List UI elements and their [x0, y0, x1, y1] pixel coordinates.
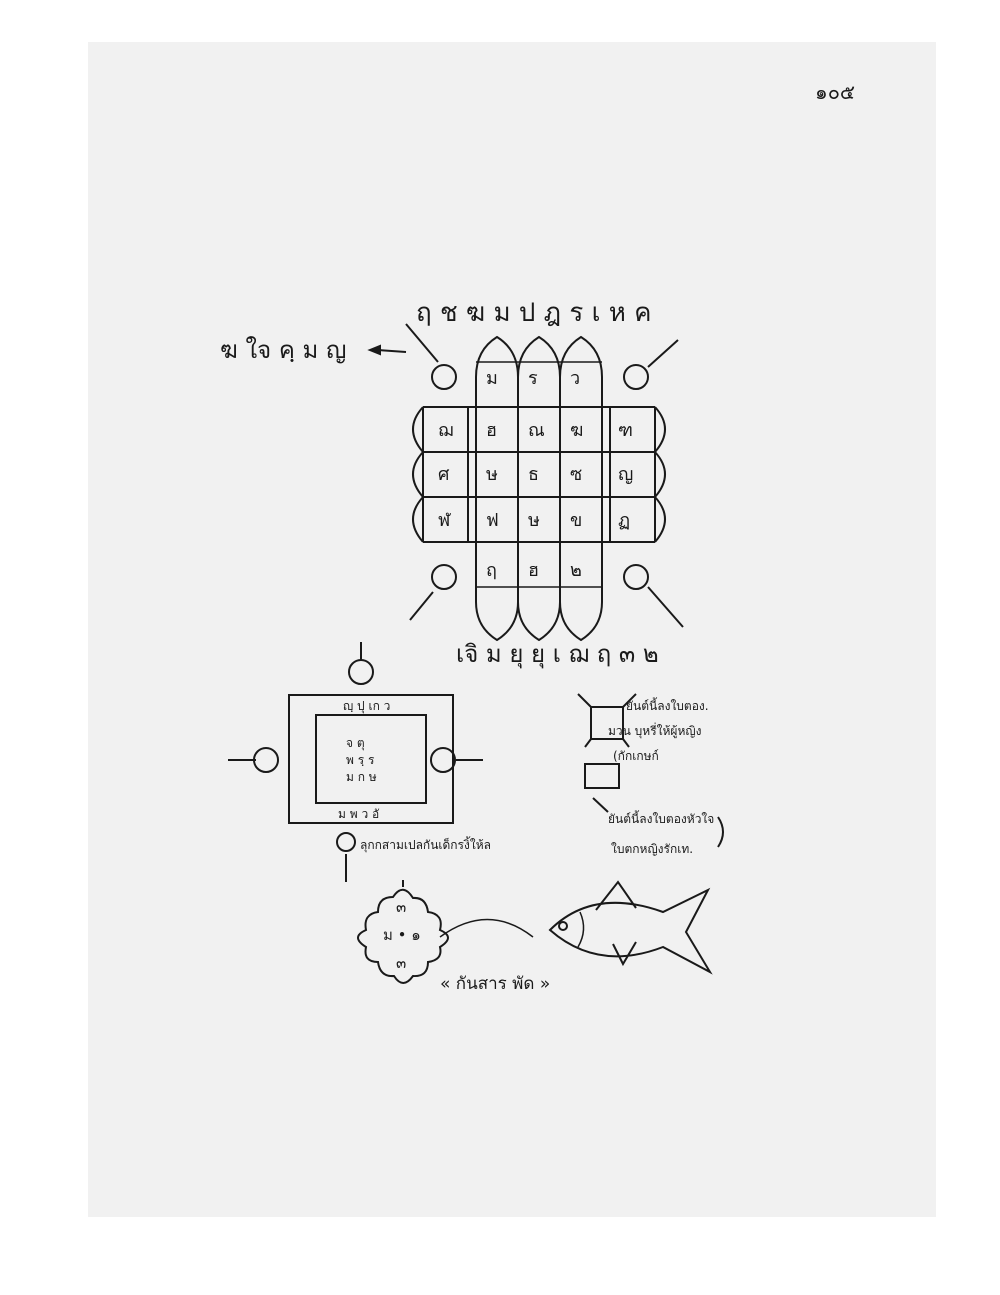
svg-text:ษ: ษ	[528, 510, 540, 531]
svg-text:จ ตุ: จ ตุ	[346, 736, 365, 751]
svg-text:พ รฺ ร: พ รฺ ร	[346, 753, 375, 767]
svg-text:ษ: ษ	[486, 464, 498, 485]
svg-text:ฆ: ฆ	[570, 420, 583, 441]
medallion-glyph-middle: ม • ๑	[383, 926, 421, 944]
svg-text:ม: ม	[486, 368, 498, 389]
small-yantra-note-1: ยันต์นี้ลงใบตอง.	[626, 699, 709, 713]
svg-text:ร: ร	[528, 368, 538, 389]
yantra-top-inscription: ฤ ช ฆ ม ป ฎ ร เ ห ค	[416, 298, 652, 328]
large-grid-yantra: มรว ฌฮณฆฑ ศษธซญ ฬฟษขฏ ฤฮ๒	[367, 323, 684, 642]
page-number: ๑๐๕	[815, 80, 856, 104]
svg-text:ศ: ศ	[438, 464, 450, 485]
svg-text:ม พ ว อั: ม พ ว อั	[338, 807, 379, 821]
svg-text:ญ: ญ	[618, 464, 633, 485]
svg-text:ฬ: ฬ	[438, 510, 451, 531]
square-yantra-note: ลุกกสามเปลกันเด็กรงิ้ให้ล	[360, 838, 491, 852]
svg-text:ว: ว	[570, 368, 580, 389]
yantra-bottom-inscription: เจิ ม ยุ ยุ เ ฌ ฤ ๓ ๒	[456, 640, 659, 668]
svg-text:ฮ: ฮ	[486, 420, 497, 441]
svg-text:ซ: ซ	[570, 464, 582, 485]
yantra-upper-left-inscription: ฆ ใจ คฺ ม ญ	[220, 336, 347, 364]
svg-text:๒: ๒	[570, 560, 582, 581]
svg-text:ฤ: ฤ	[486, 560, 497, 581]
small-yantras	[577, 693, 724, 848]
fish-talisman: ๓ ม • ๑ ๓	[357, 880, 713, 984]
svg-text:ธ: ธ	[528, 464, 539, 485]
svg-text:ฮ: ฮ	[528, 560, 539, 581]
svg-text:ข: ข	[570, 510, 582, 531]
small-yantra-note-4: ยันต์นี้ลงใบตองหัวใจ	[608, 812, 715, 826]
small-yantra-note-5: ใบตกหญิงรักเท.	[611, 842, 694, 856]
svg-text:ฑ: ฑ	[618, 420, 633, 441]
svg-text:ญฺ ปุ เก ว: ญฺ ปุ เก ว	[343, 699, 390, 714]
svg-text:ฏ: ฏ	[618, 510, 630, 531]
svg-text:ณ: ณ	[528, 420, 545, 441]
medallion-glyph-bottom: ๓	[396, 954, 406, 972]
square-yantra: ญฺ ปุ เก ว จ ตุ พ รฺ ร ม ก ษ ม พ ว อั	[228, 642, 483, 882]
fish-talisman-caption: « กันสาร พัด »	[440, 974, 551, 994]
medallion-glyph-top: ๓	[396, 898, 406, 916]
small-yantra-note-2: มวน บุหรี่ให้ผู้หญิง	[608, 724, 702, 738]
document-page: ๑๐๕	[88, 42, 936, 1217]
yantra-illustrations: มรว ฌฮณฆฑ ศษธซญ ฬฟษขฏ ฤฮ๒ ญฺ ปุ เก ว จ ต…	[228, 323, 724, 984]
svg-text:ม ก ษ: ม ก ษ	[346, 770, 377, 784]
svg-text:ฌ: ฌ	[438, 420, 453, 441]
small-yantra-note-3: (กักเกษก์	[613, 749, 659, 763]
svg-text:ฟ: ฟ	[486, 510, 499, 531]
